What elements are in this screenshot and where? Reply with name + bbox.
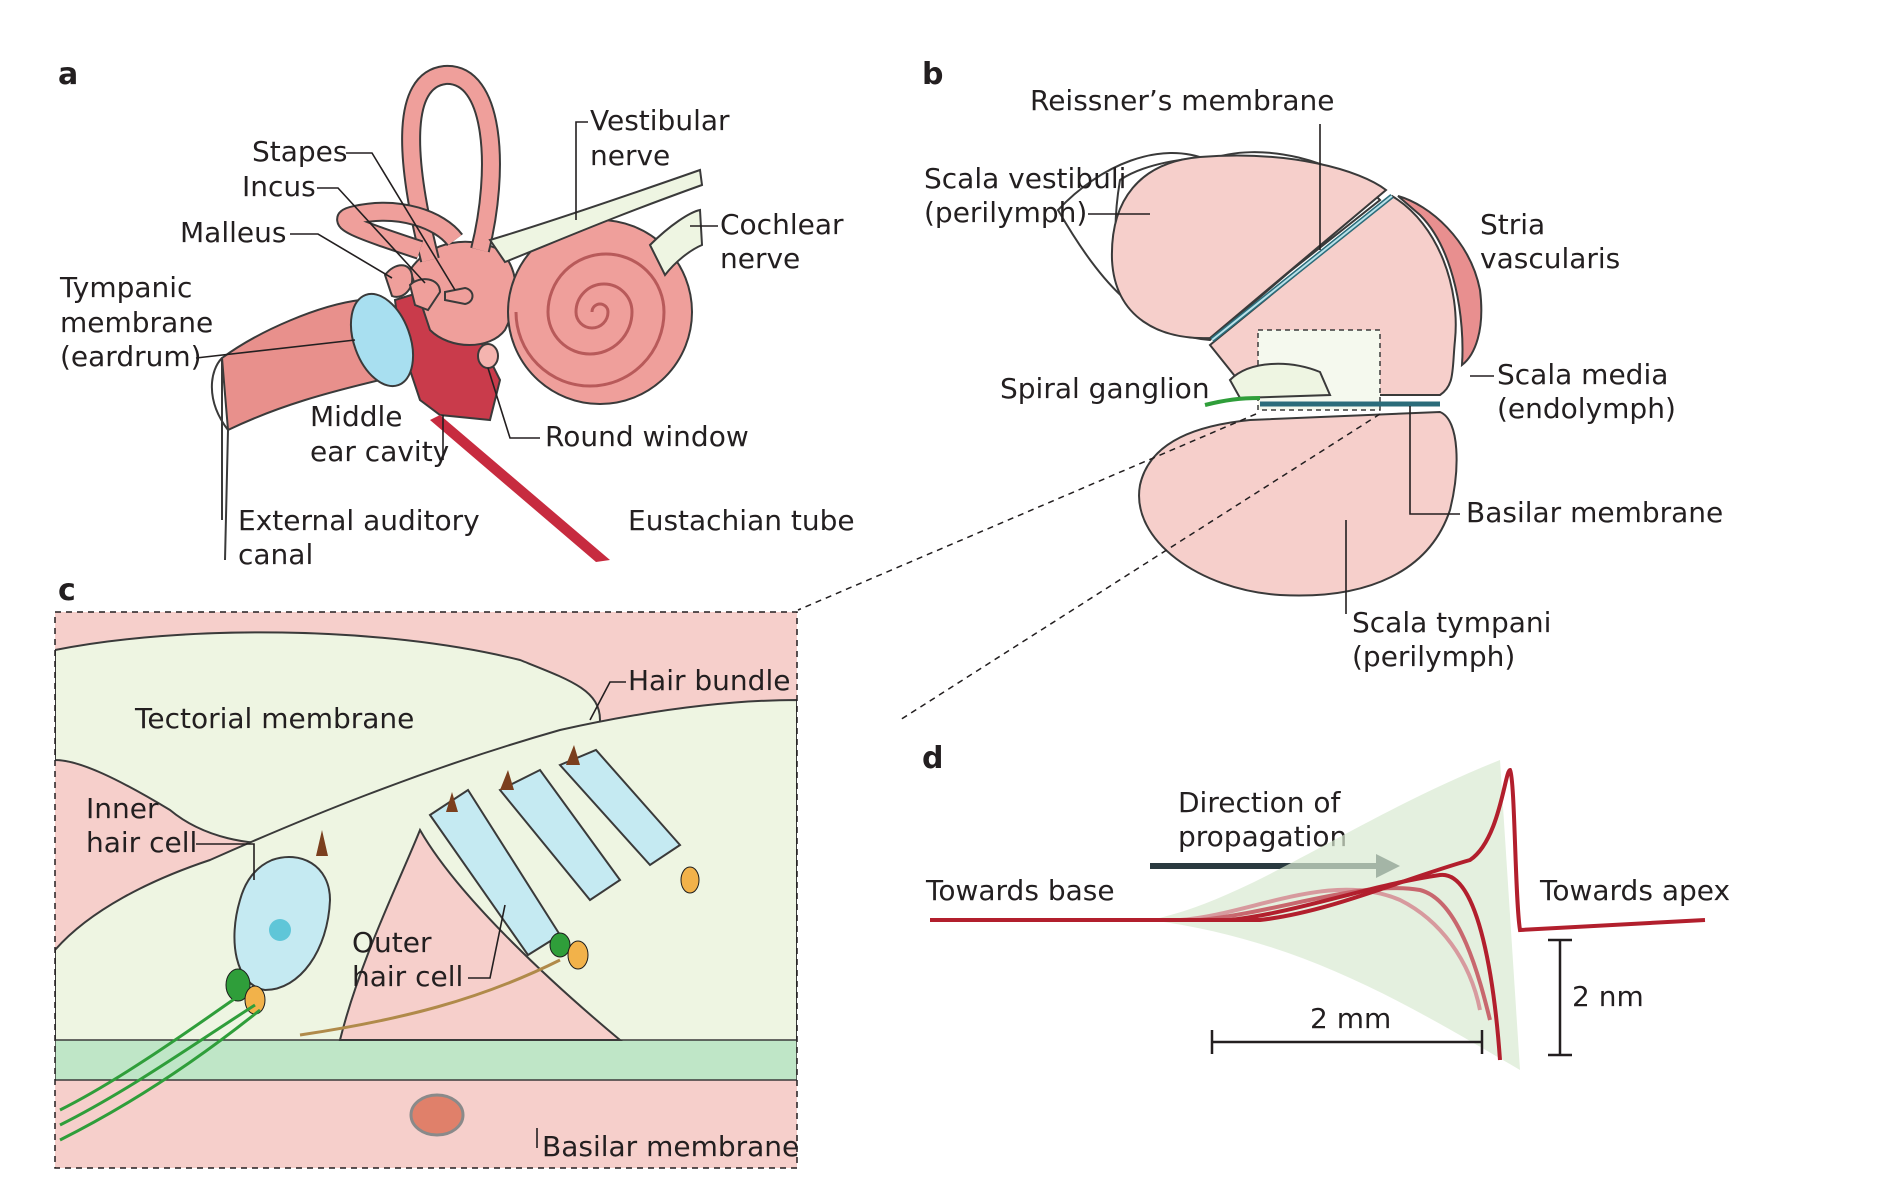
label-spiral-ganglion: Spiral ganglion — [1000, 372, 1210, 405]
round-window-shape — [477, 343, 499, 369]
canal-tube — [210, 357, 230, 561]
panel-c-letter: c — [58, 573, 76, 608]
stria-vascularis-shape — [1397, 195, 1483, 368]
label-basilar-membrane-c: Basilar membrane — [542, 1130, 799, 1163]
label-basilar-membrane-b: Basilar membrane — [1466, 496, 1723, 529]
inner-hair-bundle — [316, 830, 328, 856]
label-vestibular-nerve-2: nerve — [590, 139, 670, 172]
label-vestibular-nerve-1: Vestibular — [590, 104, 730, 137]
label-tympanic-1: Tympanic — [59, 271, 192, 304]
label-inner-hair-2: hair cell — [86, 826, 197, 859]
panel-d-letter: d — [922, 741, 943, 776]
eustachian-tube — [430, 415, 610, 562]
label-scale-2nm: 2 nm — [1572, 980, 1644, 1013]
tunnel-of-corti — [338, 827, 623, 1041]
stapes-shape — [444, 286, 474, 306]
traveling-wave-1 — [930, 887, 1482, 1011]
label-tympanic-3: (eardrum) — [60, 340, 202, 373]
label-tectorial-membrane: Tectorial membrane — [134, 702, 414, 735]
outer-synapse-orange-2 — [680, 866, 700, 894]
scale-bar-x — [1210, 1030, 1484, 1054]
spiral-limbus — [1228, 362, 1332, 400]
panel-a: a Vestibular nerve Cochlear nerv — [58, 57, 855, 571]
panel-c: c — [54, 573, 799, 1169]
traveling-wave-4 — [930, 767, 1706, 933]
label-incus: Incus — [242, 170, 316, 203]
vestibular-nerve-shape — [488, 168, 704, 264]
panel-a-letter: a — [58, 57, 78, 92]
label-hair-bundle: Hair bundle — [628, 664, 790, 697]
label-scala-tympani-2: (perilymph) — [1352, 640, 1515, 673]
label-tympanic-2: membrane — [60, 306, 213, 339]
label-direction-2: propagation — [1178, 820, 1347, 853]
panel-b: b Reissner’s membrane Scala vestibuli (p… — [797, 57, 1723, 721]
label-towards-base: Towards base — [925, 874, 1115, 907]
label-scala-vestibuli-1: Scala vestibuli — [924, 162, 1126, 195]
label-middle-ear-1: Middle — [310, 400, 403, 433]
cochlea-spiral — [514, 252, 666, 388]
label-scala-tympani-1: Scala tympani — [1352, 606, 1551, 639]
nerve-fibres — [59, 993, 261, 1142]
scala-tympani-shape — [1138, 410, 1458, 597]
label-scale-2mm: 2 mm — [1310, 1002, 1391, 1035]
spiral-ganglion-nerve — [1204, 396, 1261, 407]
panel-b-letter: b — [922, 57, 943, 92]
semicircular-canal-superior-fill — [403, 67, 499, 262]
wave-envelope — [1150, 760, 1520, 1070]
zoom-line-2 — [899, 413, 1381, 721]
malleus-shape — [383, 264, 414, 298]
label-inner-hair-1: Inner — [86, 792, 159, 825]
semicircular-canal-posterior-fill — [338, 203, 462, 258]
label-malleus: Malleus — [180, 216, 286, 249]
label-cochlear-nerve-2: nerve — [720, 242, 800, 275]
inner-hair-cell-nucleus — [269, 919, 291, 941]
label-outer-hair-2: hair cell — [352, 960, 463, 993]
scala-vestibuli-fill — [1110, 154, 1388, 340]
incus-shape — [408, 278, 442, 312]
basilar-cell — [409, 1093, 465, 1137]
scale-bar-y — [1548, 938, 1572, 1057]
label-stria-2: vascularis — [1480, 242, 1620, 275]
panel-d: d Direction of propagation Towards base … — [922, 741, 1730, 1070]
label-reissners-membrane: Reissner’s membrane — [1030, 84, 1334, 117]
label-scala-vestibuli-2: (perilymph) — [924, 196, 1087, 229]
inner-synapse-green — [225, 968, 251, 1002]
label-stria-1: Stria — [1480, 208, 1545, 241]
label-stapes: Stapes — [252, 135, 348, 168]
label-cochlear-nerve-1: Cochlear — [720, 208, 844, 241]
outer-synapse-green — [549, 932, 571, 958]
label-scala-media-1: Scala media — [1497, 358, 1668, 391]
label-external-canal-2: canal — [238, 538, 313, 571]
label-scala-media-2: (endolymph) — [1497, 392, 1676, 425]
label-outer-hair-1: Outer — [352, 926, 432, 959]
outer-synapse-orange — [567, 940, 589, 970]
cochlear-nerve-shape — [648, 208, 704, 277]
label-external-canal-1: External auditory — [238, 504, 480, 537]
label-middle-ear-2: ear cavity — [310, 435, 449, 468]
label-eustachian-tube: Eustachian tube — [628, 504, 855, 537]
traveling-wave-2 — [930, 886, 1492, 1021]
traveling-wave-3 — [930, 872, 1502, 1061]
label-towards-apex: Towards apex — [1539, 874, 1730, 907]
label-round-window: Round window — [545, 420, 749, 453]
tympanic-membrane-shape — [349, 292, 415, 388]
label-direction-1: Direction of — [1178, 786, 1342, 819]
outer-hair-cells — [428, 745, 682, 957]
